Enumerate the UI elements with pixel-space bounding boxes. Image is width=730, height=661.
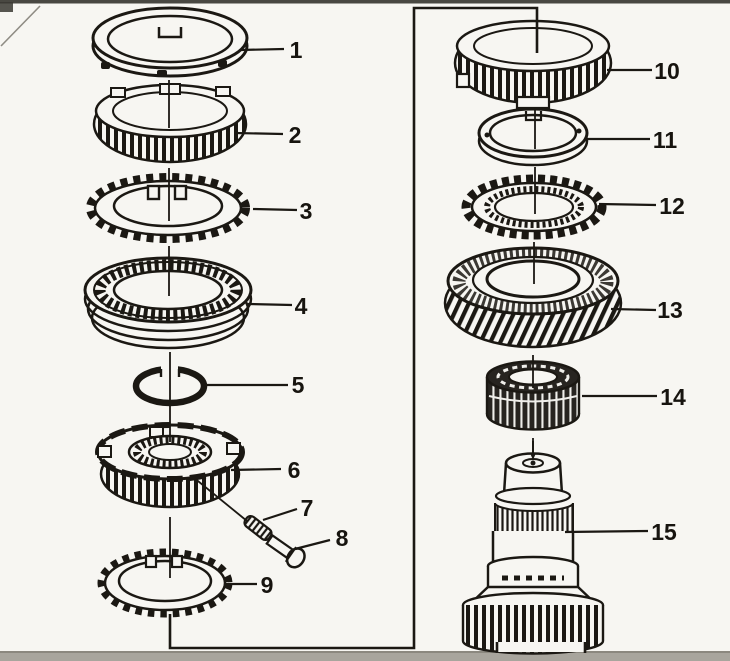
callout-13: 13 — [657, 297, 683, 323]
leader-4 — [247, 302, 293, 307]
callout-9: 9 — [261, 572, 274, 598]
part-2-synchro-ring-icon — [92, 83, 248, 164]
part-15-output-shaft-icon — [461, 441, 605, 655]
callout-3: 3 — [300, 198, 313, 224]
leader-lines — [207, 47, 657, 586]
leader-6 — [230, 467, 282, 472]
assembly-connector-line — [168, 6, 539, 650]
part-3-baulk-ring-icon — [86, 173, 250, 243]
callout-7: 7 — [301, 495, 314, 521]
part-1-stopper-ring-icon — [91, 6, 249, 78]
callout-12: 12 — [659, 193, 685, 219]
part-8-pin-icon — [265, 533, 306, 569]
part-7-spring-icon — [243, 514, 273, 542]
part-9-baulk-ring-icon — [97, 548, 233, 618]
leader-3 — [252, 207, 298, 212]
callout-2: 2 — [289, 122, 302, 148]
leader-13 — [610, 307, 657, 312]
part-6-synchro-hub-icon — [95, 422, 245, 509]
callout-10: 10 — [654, 58, 680, 84]
part-12-lock-washer-icon — [461, 174, 607, 240]
callout-5: 5 — [292, 372, 305, 398]
part-11-ring-icon — [477, 107, 589, 167]
leader-7 — [262, 507, 298, 522]
part-13-helical-gear-icon — [443, 246, 623, 349]
leader-2 — [234, 131, 284, 136]
leader-15 — [564, 529, 649, 534]
callout-6: 6 — [288, 457, 301, 483]
callout-4: 4 — [295, 293, 308, 319]
part-4-gear-icon — [83, 256, 253, 350]
callout-11: 11 — [653, 127, 678, 153]
callout-15: 15 — [651, 519, 677, 545]
leader-8 — [294, 538, 331, 551]
callout-14: 14 — [660, 384, 686, 410]
part-10-sleeve-icon — [453, 19, 613, 110]
leader-1 — [239, 47, 285, 52]
leader-12 — [598, 202, 657, 207]
centerlines — [168, 80, 536, 578]
callout-1: 1 — [290, 37, 303, 63]
callout-8: 8 — [336, 525, 349, 551]
